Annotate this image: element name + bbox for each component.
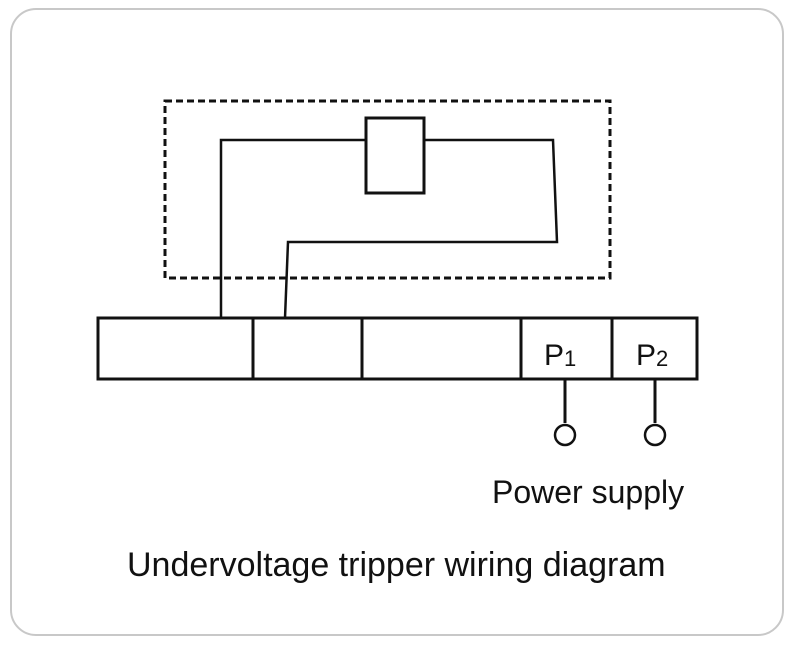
power-supply-label: Power supply: [492, 474, 685, 510]
terminal-strip: [96, 316, 699, 381]
terminal-p1-connector: [553, 423, 577, 447]
tripper-coil: [364, 116, 426, 195]
coil-wire-left: [219, 138, 366, 318]
tripper-enclosure: [163, 99, 612, 280]
terminal-p2-label: P2: [636, 339, 668, 372]
terminal-p2-connector: [643, 423, 667, 447]
diagram-caption: Undervoltage tripper wiring diagram: [127, 546, 666, 584]
coil-wire-right: [283, 138, 559, 319]
terminal-p1-label: P1: [544, 339, 576, 372]
